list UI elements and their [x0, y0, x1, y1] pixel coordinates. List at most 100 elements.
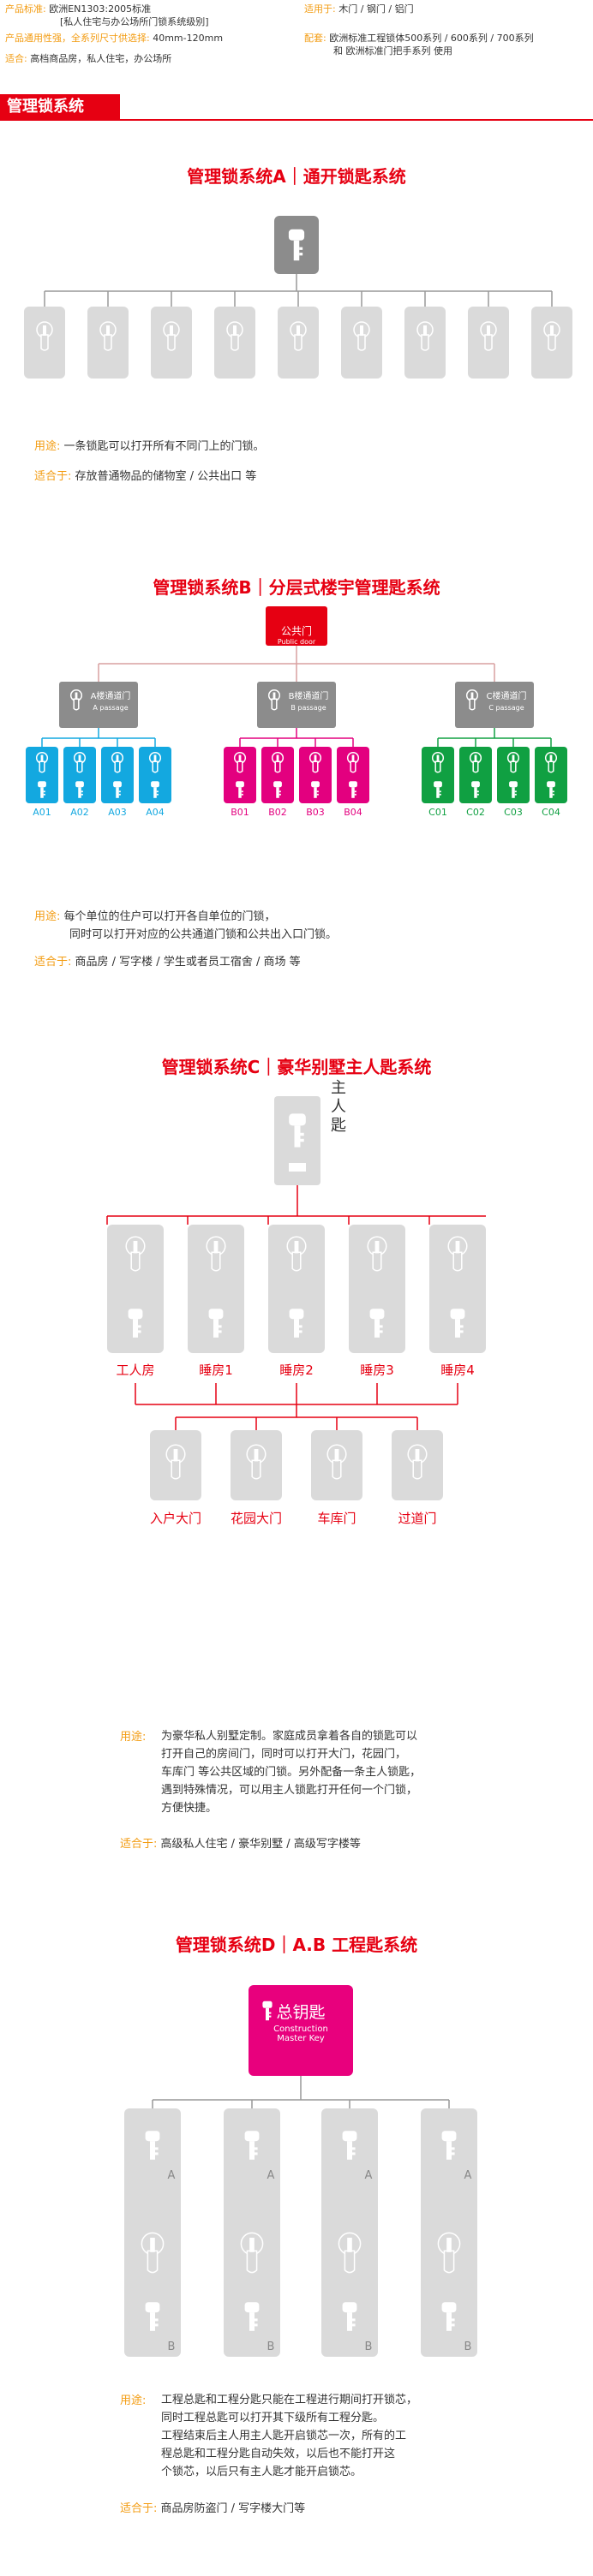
sysC-use-line-1: 为豪华私人别墅定制。家庭成员拿着各自的锁匙可以	[161, 1730, 418, 1743]
sysD-use-line-5: 个锁芯，以后只有主人匙才能开启锁芯。	[161, 2466, 362, 2478]
sysA-cylinder-icon	[36, 321, 53, 351]
sysA-fit-label: 适合于:	[34, 470, 72, 483]
sysB-unit-card	[101, 747, 134, 803]
sysD-key-a-icon	[441, 2131, 457, 2160]
sysD-use-line-4: 程总匙和工程分匙自动失效，以后也不能打开这	[161, 2448, 396, 2460]
sysD-cylinder-icon	[338, 2232, 362, 2274]
sysB-unit-cylinder-icon	[73, 751, 87, 773]
sysC-master-label: 主人匙	[331, 1079, 346, 1135]
sysC-room-label: 工人房	[116, 1363, 154, 1378]
sysD-key-a-label: A	[267, 2169, 275, 2182]
sysC-room-key-icon	[128, 1309, 143, 1338]
sysC-door-cylinder-icon	[407, 1444, 428, 1480]
spec-match-value: 欧洲标准工程锁体500系列 / 600系列 / 700系列	[329, 33, 534, 44]
spec-fit-label: 适合:	[5, 53, 27, 64]
sysC-use-line-2: 打开自己的房间门，同时可以打开大门，花园门，	[161, 1748, 407, 1761]
sysB-unit-card	[224, 747, 256, 803]
spec-door-label: 适用于:	[304, 3, 336, 15]
section-divider	[0, 119, 593, 121]
spec-door: 适用于: 木门 / 钢门 / 铝门	[304, 3, 587, 15]
sysD-key-a-label: A	[464, 2169, 472, 2182]
sysB-master-label: 公共门	[280, 625, 312, 637]
sysB-use: 用途: 每个单位的住户可以打开各自单位的门锁，	[34, 907, 276, 923]
sysB-fit-label: 适合于:	[34, 956, 72, 969]
sysC-use: 用途:	[120, 1727, 146, 1744]
sysB-group-en: C passage	[488, 704, 524, 712]
sysB-unit-label: C01	[428, 807, 447, 818]
sysC-door-cylinder-icon	[326, 1444, 347, 1480]
sysB-unit-label: C03	[504, 807, 523, 818]
sysB-unit-label: A04	[146, 807, 165, 818]
spec-standard-2: [私人住宅与办公场所门锁系统级别]	[60, 16, 209, 27]
spec-size: 产品通用性强，全系列尺寸供选择: 40mm-120mm	[5, 33, 331, 45]
sysD-fit-label: 适合于:	[120, 2502, 158, 2515]
sysA-master-key-icon	[288, 229, 305, 261]
sysA-use-label: 用途:	[34, 440, 61, 453]
sysB-unit-key-icon	[38, 781, 46, 798]
sysB-master-en: Public door	[277, 638, 316, 646]
sysC-room-card	[349, 1225, 405, 1353]
sysC-door-cylinder-icon	[246, 1444, 267, 1480]
sysD-master-label: 总钥匙	[276, 2003, 326, 2022]
sysD-key-a-icon	[244, 2131, 260, 2160]
sysB-unit-cylinder-icon	[506, 751, 520, 773]
spec-match-2: 和 欧洲标准门把手系列 使用	[333, 45, 452, 57]
sysD-master-en1: Construction	[273, 2024, 328, 2034]
sysB-master-text: 公共门 Public door	[266, 623, 327, 646]
spec-standard-label: 产品标准:	[5, 3, 46, 15]
sysB-unit-label: A03	[108, 807, 127, 818]
sysB-unit-key-icon	[434, 781, 442, 798]
sysA-use-text: 一条锁匙可以打开所有不同门上的门锁。	[63, 440, 265, 453]
spec-standard-value: 欧洲EN1303:2005标准	[49, 3, 152, 15]
sysB-unit-card	[26, 747, 58, 803]
sysB-use-label: 用途:	[34, 910, 61, 923]
sysB-group-en: B passage	[291, 704, 326, 712]
sysC-title: 管理锁系统C｜豪华别墅主人匙系统	[161, 1057, 432, 1077]
sysB-unit-key-icon	[113, 781, 122, 798]
sysB-unit-label: B01	[231, 807, 249, 818]
sysD-use-label: 用途:	[120, 2394, 147, 2407]
sysD-key-a-label: A	[365, 2169, 373, 2182]
sysB-unit-cylinder-icon	[35, 751, 49, 773]
sysB-fit: 适合于: 商品房 / 写字楼 / 学生或者员工宿舍 / 商场 等	[34, 952, 301, 969]
sysB-unit-card	[459, 747, 492, 803]
sysD-cylinder-icon	[437, 2232, 461, 2274]
sysB-fit-text: 商品房 / 写字楼 / 学生或者员工宿舍 / 商场 等	[75, 956, 301, 969]
sysD-key-b-label: B	[168, 2340, 176, 2353]
sysB-unit-card	[337, 747, 369, 803]
sysC-room-key-icon	[369, 1309, 385, 1338]
sysA-fit-text: 存放普通物品的储物室 / 公共出口 等	[75, 470, 257, 483]
sysD-cylinder-icon	[141, 2232, 165, 2274]
sysD-use-line-3: 工程结束后主人用主人匙开启锁芯一次，所有的工	[161, 2430, 407, 2442]
sysB-unit-key-icon	[273, 781, 282, 798]
sysB-unit-key-icon	[75, 781, 84, 798]
sysD-key-b-label: B	[267, 2340, 275, 2353]
spec-size-value: 40mm-120mm	[153, 33, 224, 44]
sysB-use-text1: 每个单位的住户可以打开各自单位的门锁，	[63, 910, 276, 923]
sysB-group-cylinder-icon	[267, 689, 281, 711]
sysC-door-label: 车库门	[317, 1511, 356, 1526]
sysC-room-label: 睡房2	[279, 1363, 314, 1378]
sysD-key-a-icon	[145, 2131, 160, 2160]
sysB-unit-card	[261, 747, 294, 803]
sysB-unit-cylinder-icon	[148, 751, 162, 773]
sysB-unit-key-icon	[509, 781, 518, 798]
sysC-door-label: 花园大门	[231, 1511, 282, 1526]
sysC-use-lines: 为豪华私人别墅定制。家庭成员拿着各自的锁匙可以 打开自己的房间门，同时可以打开大…	[161, 1727, 521, 1817]
sysC-room-card	[429, 1225, 486, 1353]
spec-standard: 产品标准: 欧洲EN1303:2005标准	[5, 3, 331, 15]
sysD-cylinder-icon	[240, 2232, 264, 2274]
sysB-unit-label: B04	[344, 807, 362, 818]
sysB-unit-cylinder-icon	[431, 751, 445, 773]
sysB-unit-label: B03	[306, 807, 325, 818]
sysC-room-cylinder-icon	[447, 1236, 468, 1272]
sysB-group-name: C楼通道门	[487, 690, 527, 701]
sysA-cylinder-icon	[480, 321, 497, 351]
sysB-unit-label: C04	[542, 807, 560, 818]
sysC-use-line-4: 遇到特殊情况，可以用主人锁匙打开任何一个门锁，	[161, 1784, 418, 1797]
sysB-group-en: A passage	[93, 704, 128, 712]
sysC-room-key-icon	[289, 1309, 304, 1338]
sysA-cylinder-icon	[226, 321, 243, 351]
